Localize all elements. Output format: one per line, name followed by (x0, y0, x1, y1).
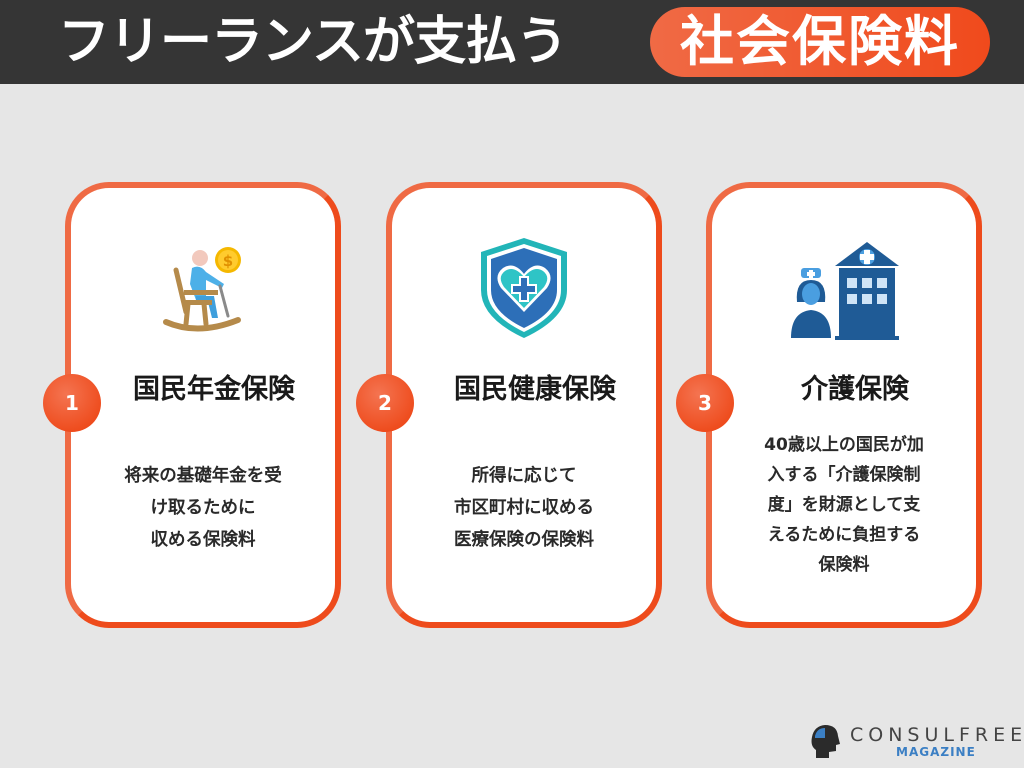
head-puzzle-logo-icon (811, 725, 840, 758)
brand-logo: CONSULFREE MAGAZINE (810, 722, 1022, 764)
card-title: 国民年金保険 (133, 374, 295, 405)
card-long-term-care-insurance: 介護保険 40歳以上の国民が加 入する「介護保険制 度」を財源として支 えるため… (706, 182, 982, 628)
card-description: 所得に応じて 市区町村に収める 医療保険の保険料 (454, 466, 594, 550)
card-national-pension: $ 国民年金保険 将来の基礎年金を受 け取るために 収める保険料 (65, 182, 341, 628)
number-badge-2: 2 (356, 374, 414, 432)
logo-subtitle: MAGAZINE (896, 745, 976, 759)
number-badge-1: 1 (43, 374, 101, 432)
card-title: 国民健康保険 (454, 374, 616, 405)
card-title: 介護保険 (801, 374, 909, 405)
nurse-hospital-icon (791, 242, 899, 340)
shield-heart-cross-icon (481, 238, 567, 338)
header-banner: フリーランスが支払う 社会保険料 (0, 0, 1024, 84)
card-description: 将来の基礎年金を受 け取るために 収める保険料 (124, 466, 282, 550)
header-highlight-pill: 社会保険料 (650, 7, 990, 77)
card-national-health-insurance: 国民健康保険 所得に応じて 市区町村に収める 医療保険の保険料 (386, 182, 662, 628)
header-highlight-text: 社会保険料 (680, 10, 960, 73)
number-badge-3: 3 (676, 374, 734, 432)
svg-text:$: $ (223, 252, 233, 270)
logo-name: CONSULFREE (850, 724, 1024, 746)
retiree-rocking-chair-coin-icon: $ (163, 247, 241, 332)
card-description: 40歳以上の国民が加 入する「介護保険制 度」を財源として支 えるために負担する… (764, 435, 924, 575)
header-title: フリーランスが支払う (58, 12, 568, 72)
